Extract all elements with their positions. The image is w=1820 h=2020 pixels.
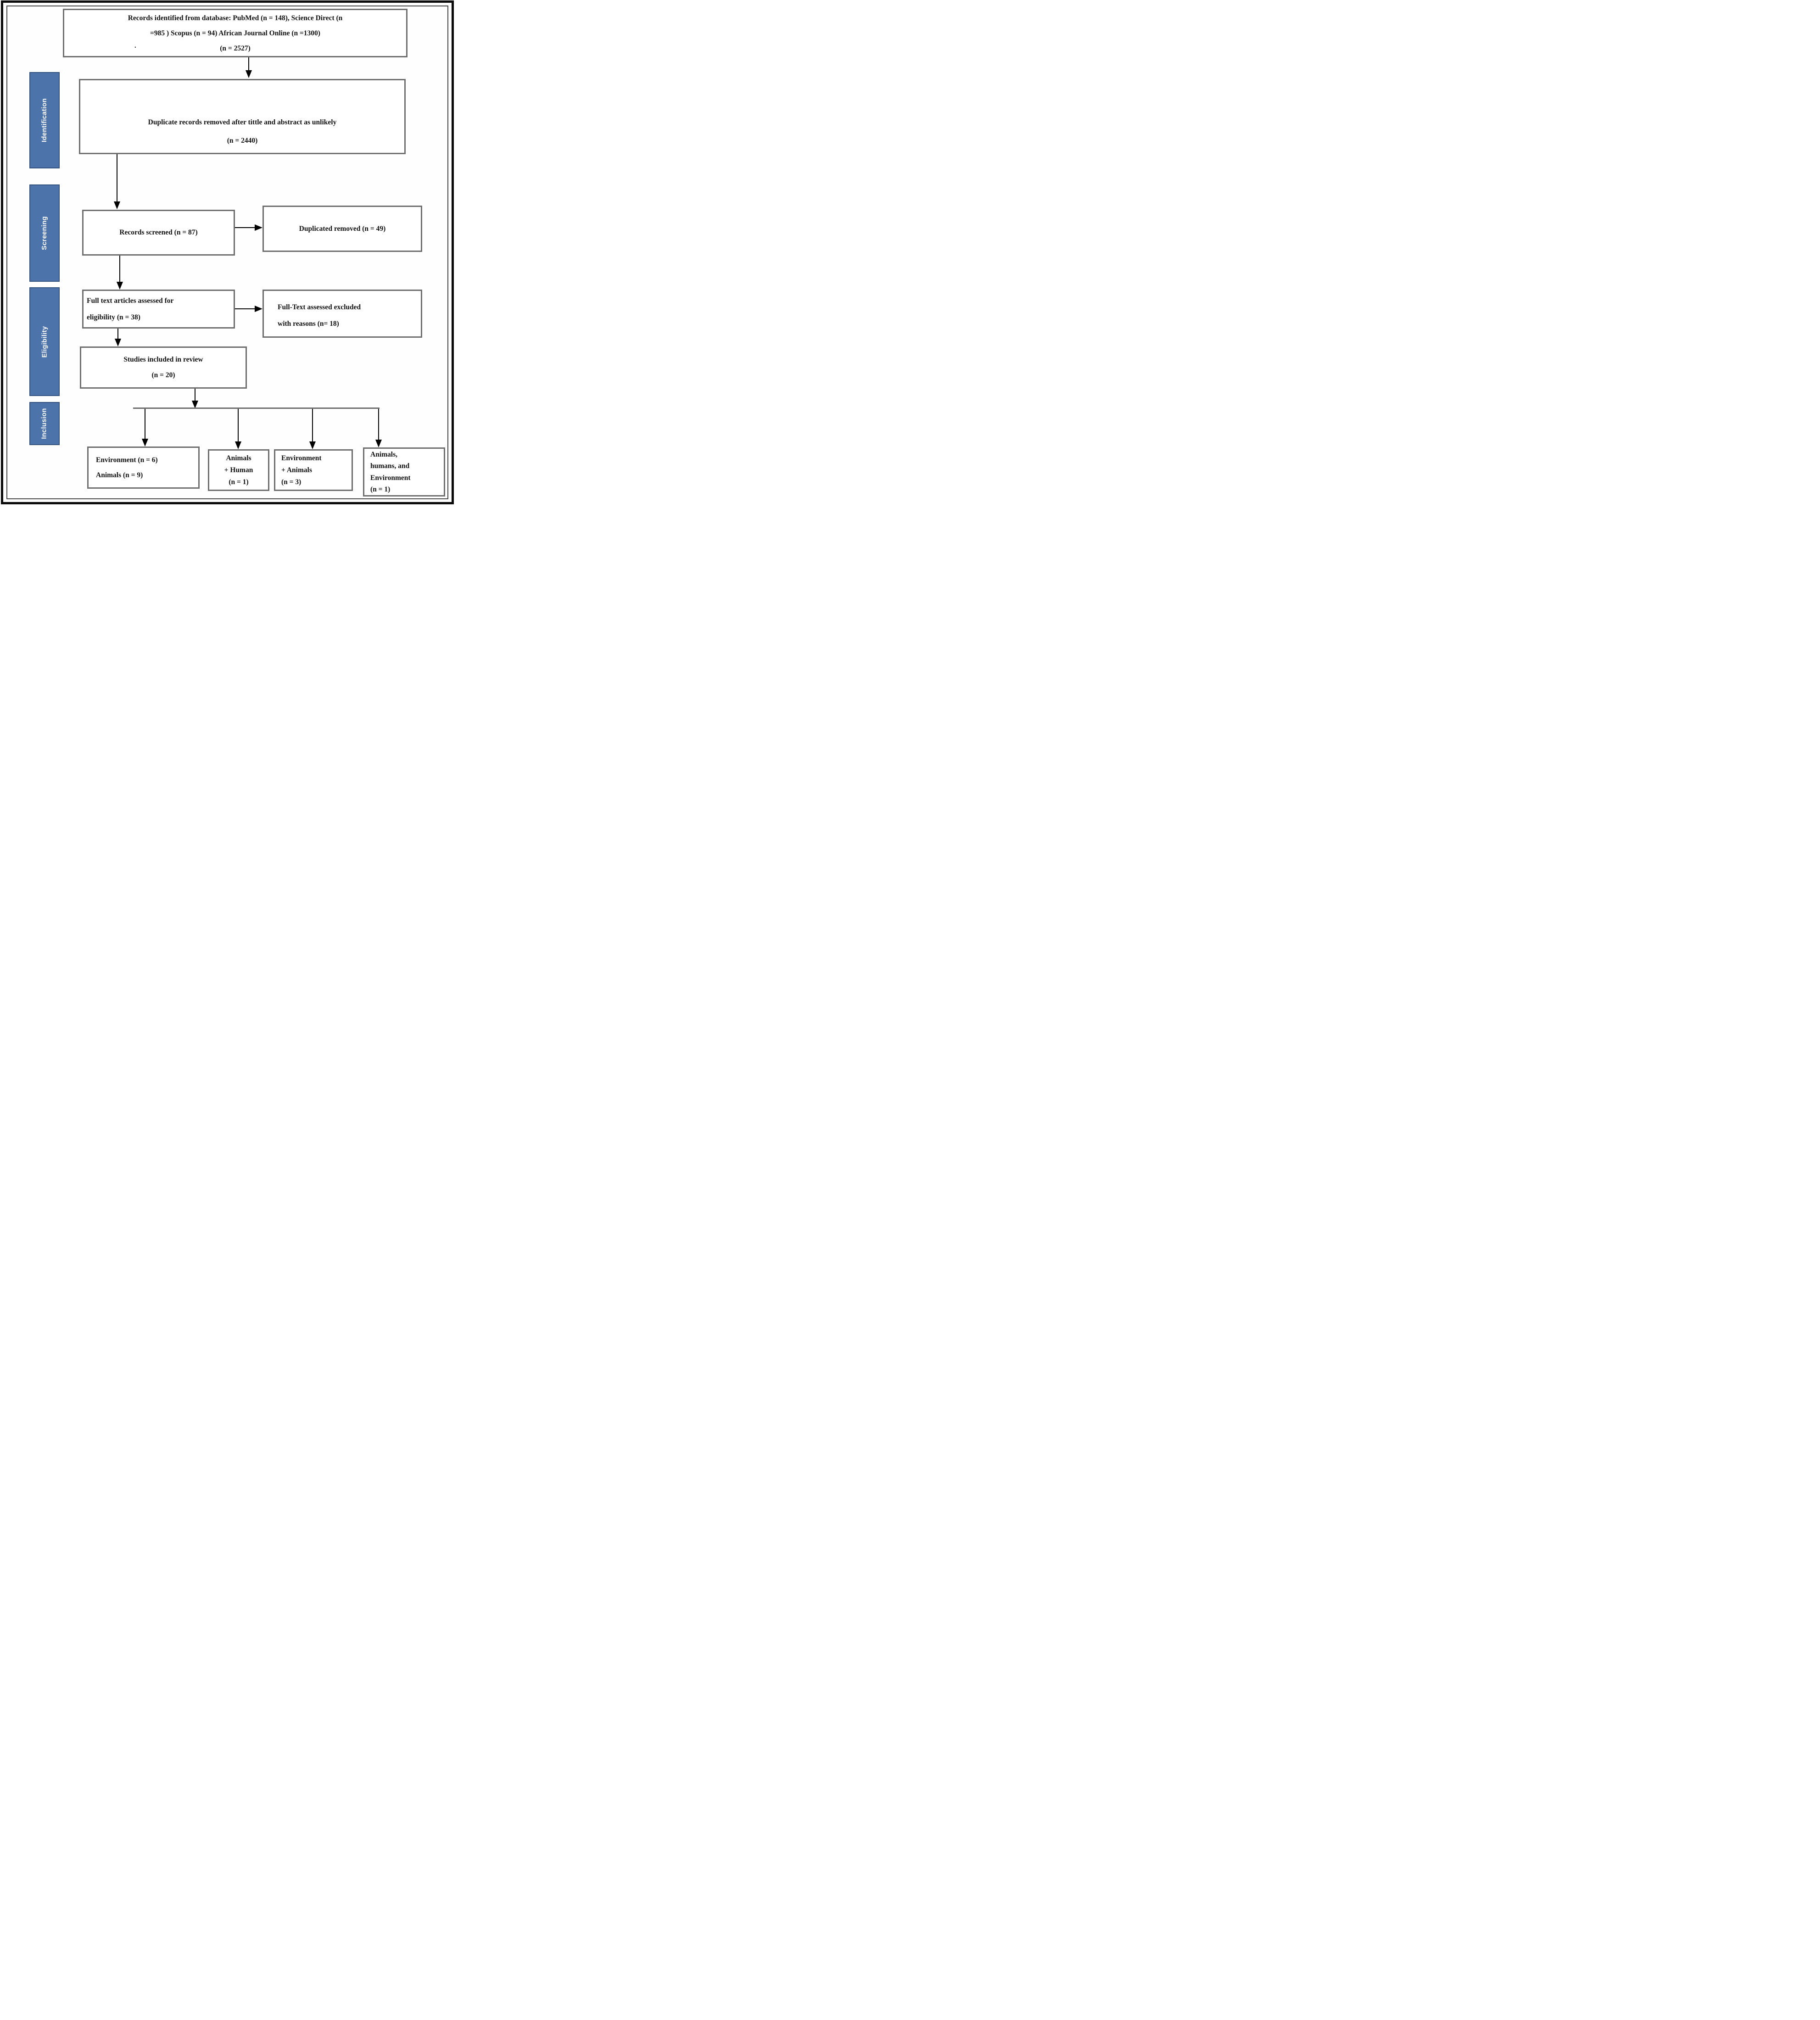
connector-stem-head — [192, 401, 198, 408]
arrow-duplicates-to-screened-head — [114, 201, 120, 209]
duplicate-records-removed-line2: (n = 2440) — [227, 137, 258, 145]
stage-label-inclusion-text: Inclusion — [41, 408, 48, 439]
arrow-screened-to-duplicated-head — [255, 224, 262, 231]
arrow-to-outcome4-line — [378, 409, 379, 440]
duplicated-removed-text: Duplicated removed (n = 49) — [299, 224, 386, 233]
duplicate-records-removed-box: Duplicate records removed after tittle a… — [79, 79, 406, 154]
stage-label-eligibility: Eligibility — [29, 287, 60, 396]
arrow-screened-to-fulltext-head — [117, 282, 123, 290]
arrow-fulltext-to-included-head — [115, 339, 121, 346]
studies-included-line1: Studies included in review — [123, 356, 203, 363]
stage-label-identification-text: Identification — [41, 98, 49, 142]
stage-label-inclusion: Inclusion — [29, 402, 60, 445]
records-screened-text: Records screened (n = 87) — [119, 229, 198, 236]
arrow-screened-to-fulltext-line — [119, 256, 120, 282]
arrow-fulltext-to-excluded-head — [255, 306, 262, 312]
figure-outer-frame — [1, 0, 454, 504]
arrow-to-outcome3-line — [312, 409, 313, 442]
connector-horizontal-bar — [133, 407, 380, 409]
outcome-environment-plus-animals-line2: + Animals — [281, 466, 312, 474]
outcome-environment-plus-animals-line1: Environment — [281, 454, 322, 462]
studies-included-box: Studies included in review (n = 20) — [80, 346, 247, 389]
stage-label-screening-text: Screening — [41, 216, 48, 250]
outcome-environment-animals-box: Environment (n = 6) Animals (n = 9) — [87, 446, 200, 489]
outcome-animals-human-box: Animals + Human (n = 1) — [208, 449, 269, 491]
outcome-animals-humans-environment-box: Animals, humans, and Environment (n = 1) — [363, 447, 445, 497]
arrow-to-outcome3-head — [309, 441, 316, 449]
full-text-excluded-box: Full-Text assessed excluded with reasons… — [262, 290, 422, 338]
outcome-animals-human-line2: + Human — [224, 466, 253, 474]
full-text-excluded-line1: Full-Text assessed excluded — [278, 303, 361, 311]
full-text-assessed-line2: eligibility (n = 38) — [87, 313, 140, 321]
arrow-fulltext-to-included-line — [117, 329, 118, 339]
outcome-environment-plus-animals-line3: (n = 3) — [281, 478, 301, 486]
arrow-top-to-duplicates-line — [248, 57, 249, 71]
records-identified-line1: Records identified from database: PubMed… — [128, 14, 343, 22]
outcome-environment-plus-animals-box: Environment + Animals (n = 3) — [274, 449, 353, 491]
full-text-assessed-box: Full text articles assessed for eligibil… — [82, 290, 235, 329]
arrow-to-outcome2-line — [238, 409, 239, 442]
duplicate-records-removed-line1: Duplicate records removed after tittle a… — [148, 118, 337, 126]
records-identified-line3: (n = 2527) — [220, 44, 251, 52]
arrow-top-to-duplicates-head — [246, 70, 252, 78]
outcome-animals-human-line3: (n = 1) — [229, 478, 249, 486]
stage-label-screening: Screening — [29, 184, 60, 282]
prisma-flow-diagram: Identification Screening Eligibility Inc… — [0, 0, 455, 505]
duplicated-removed-box: Duplicated removed (n = 49) — [262, 206, 422, 252]
arrow-to-outcome1-head — [142, 439, 148, 446]
records-screened-box: Records screened (n = 87) — [82, 210, 235, 256]
studies-included-line2: (n = 20) — [151, 371, 175, 379]
outcome-environment-animals-line2: Animals (n = 9) — [96, 471, 143, 479]
outcome-animals-human-line1: Animals — [226, 454, 251, 462]
figure-inner-frame — [6, 6, 448, 499]
arrow-screened-to-duplicated-line — [235, 227, 255, 228]
arrow-to-outcome4-head — [375, 440, 382, 447]
outcome-environment-animals-line1: Environment (n = 6) — [96, 456, 158, 464]
full-text-excluded-line2: with reasons (n= 18) — [278, 319, 339, 328]
records-identified-box: Records identified from database: PubMed… — [63, 9, 408, 57]
outcome-animals-humans-environment-line3: Environment — [370, 474, 411, 482]
outcome-animals-humans-environment-line1: Animals, — [370, 450, 397, 458]
records-identified-line2: =985 ) Scopus (n = 94) African Journal O… — [150, 29, 320, 37]
outcome-animals-humans-environment-line4: (n = 1) — [370, 485, 391, 493]
stage-label-identification: Identification — [29, 72, 60, 168]
stage-label-eligibility-text: Eligibility — [41, 326, 49, 357]
arrow-fulltext-to-excluded-line — [235, 308, 255, 309]
full-text-assessed-line1: Full text articles assessed for — [87, 296, 174, 305]
outcome-animals-humans-environment-line2: humans, and — [370, 462, 410, 470]
arrow-to-outcome2-head — [235, 441, 241, 449]
stray-period-mark: . — [134, 42, 136, 50]
